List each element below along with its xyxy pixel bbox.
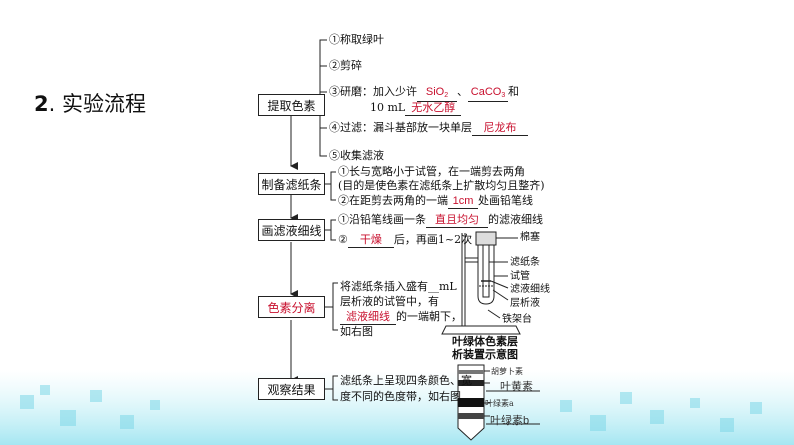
stage-extract-pigments: 提取色素 — [258, 94, 325, 116]
label-chromatography-solution: 层析液 — [510, 298, 540, 309]
separate-line-2: 层析液的试管中，有 — [340, 295, 439, 308]
heading-number: 2 — [34, 92, 49, 116]
grind-separator: 、 — [457, 85, 468, 98]
chromatography-apparatus — [441, 231, 521, 335]
extract-step-cut: ②剪碎 — [329, 59, 362, 72]
label-chlorophyll-a: 叶绿素a — [485, 399, 514, 408]
volume-text: 10 mL — [370, 101, 406, 114]
extract-step-collect: ⑤收集滤液 — [329, 149, 384, 162]
label-cotton-plug: 棉塞 — [520, 232, 540, 243]
filter-text: ④过滤：漏斗基部放一块单层 — [329, 121, 472, 134]
answer-filtrate-line: 滤液细线 — [346, 311, 390, 323]
draw-step-1: ①沿铅笔线画一条直且均匀的滤液细线 — [338, 213, 543, 228]
paper-step-1-purpose: (目的是使色素在滤纸条上扩散均匀且整齐) — [338, 179, 545, 192]
pigment-strip — [457, 364, 540, 441]
band-xanthophyll — [458, 380, 484, 386]
label-carotene: 胡萝卜素 — [491, 367, 523, 376]
band-chlb — [458, 413, 484, 419]
decorative-background — [0, 370, 794, 445]
heading-title: . 实验流程 — [48, 92, 146, 116]
answer-nylon: 尼龙布 — [483, 122, 517, 134]
label-iron-stand: 铁架台 — [502, 314, 532, 325]
band-carotene — [458, 370, 484, 374]
paper-step-1: ①长与宽略小于试管，在一端剪去两角 — [338, 165, 525, 178]
extract-step-filter: ④过滤：漏斗基部放一块单层尼龙布 — [329, 121, 528, 136]
answer-dry: 干燥 — [359, 234, 382, 246]
separate-line-3: 滤液细线的一端朝下， — [340, 310, 462, 325]
answer-ethanol: 无水乙醇 — [411, 102, 456, 114]
grind-text: ③研磨：加入少许 — [329, 85, 417, 98]
extract-step-weigh: ①称取绿叶 — [329, 33, 384, 46]
label-chlorophyll-b: 叶绿素b — [490, 415, 530, 427]
observe-line-1: 滤纸条上呈现四条颜色、宽 — [340, 374, 472, 387]
label-filter-strip: 滤纸条 — [510, 257, 540, 268]
stage-prepare-filter-strip: 制备滤纸条 — [258, 173, 325, 195]
label-xanthophyll: 叶黄素 — [500, 381, 533, 393]
figure-caption-line-2: 析装置示意图 — [452, 349, 518, 361]
observe-line-2: 度不同的色度带，如右图 — [340, 390, 461, 403]
separate-line-4: 如右图 — [340, 325, 373, 338]
answer-sio2: SiO2 — [425, 86, 449, 99]
extract-step-grind-line2: 10 mL 无水乙醇 — [370, 101, 462, 116]
stage-draw-filtrate-line: 画滤液细线 — [258, 219, 325, 241]
band-chla — [458, 398, 484, 407]
answer-straight-even: 直且均匀 — [435, 214, 479, 226]
figure-caption-line-1: 叶绿体色素层 — [452, 336, 518, 348]
stage-pigment-separation: 色素分离 — [258, 296, 325, 318]
label-test-tube: 试管 — [510, 271, 530, 282]
label-filtrate-line: 滤液细线 — [510, 284, 550, 295]
stage-observe-results: 观察结果 — [258, 378, 325, 400]
separate-line-1: 将滤纸条插入盛有__mL — [340, 280, 457, 293]
answer-1cm: 1cm — [452, 195, 474, 207]
section-heading: 2. 实验流程 — [34, 88, 146, 118]
answer-caco3: CaCO3 — [470, 86, 506, 99]
grind-and: 和 — [508, 85, 519, 98]
